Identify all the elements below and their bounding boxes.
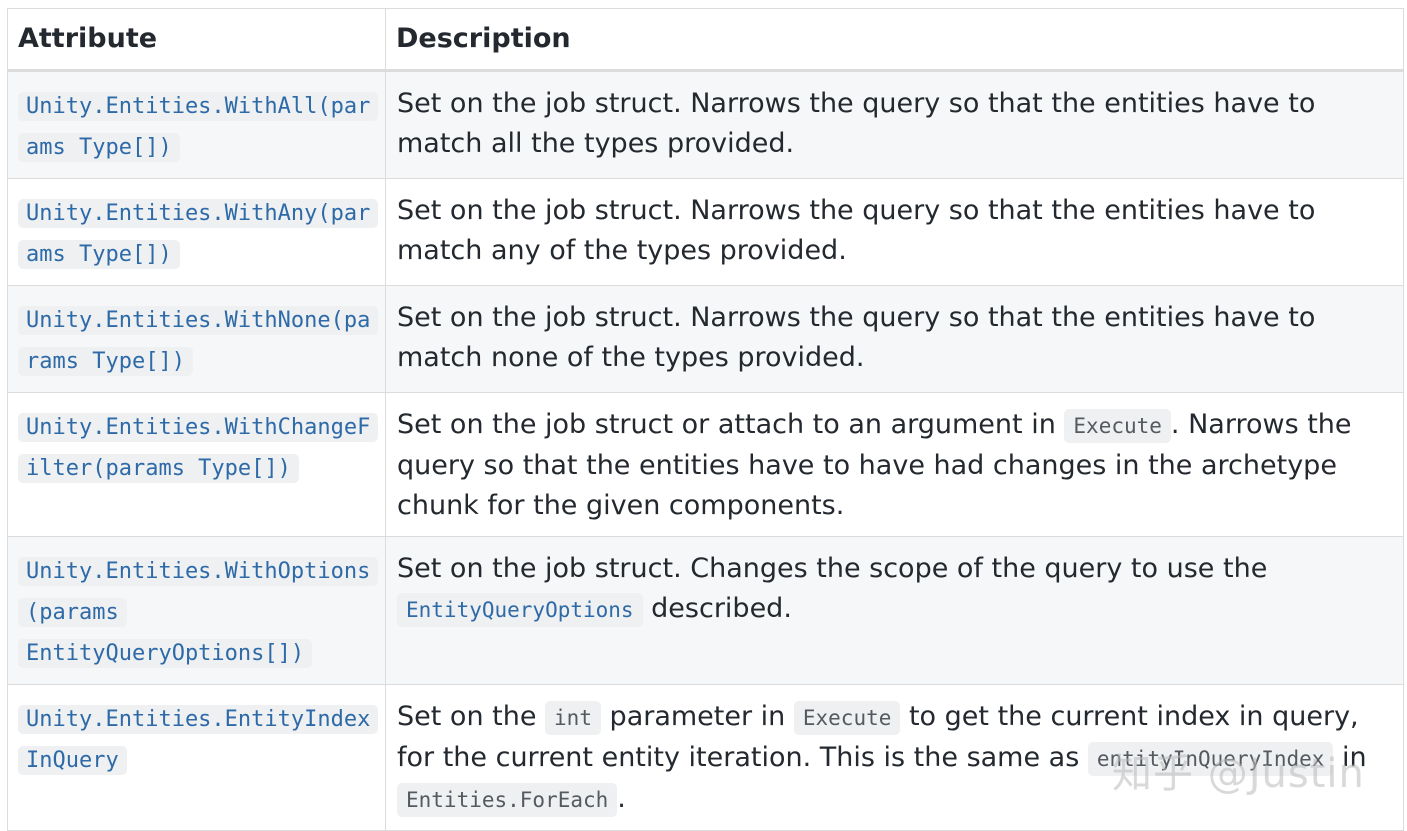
attribute-cell: Unity.Entities.WithAny(params Type[]): [7, 178, 386, 286]
description-cell: Set on the int parameter in Execute to g…: [385, 684, 1404, 831]
inline-code: Execute: [793, 701, 901, 735]
inline-code: Entities.ForEach: [397, 783, 618, 817]
attribute-cell: Unity.Entities.WithNone(params Type[]): [7, 285, 386, 393]
attribute-code: Unity.Entities.WithNone(params Type[]): [18, 306, 379, 376]
description-text: to get the current index in query, for t…: [397, 701, 1359, 773]
inline-code: int: [545, 701, 601, 735]
description-text: parameter in: [600, 701, 794, 732]
table-row: Unity.Entities.WithOptions(params Entity…: [7, 536, 1404, 685]
attribute-code: Unity.Entities.WithAll(params Type[]): [18, 92, 379, 162]
description-cell: Set on the job struct. Narrows the query…: [385, 285, 1404, 393]
table-row: Unity.Entities.WithAll(params Type[]) Se…: [7, 70, 1404, 179]
attribute-cell: Unity.Entities.WithOptions(params Entity…: [7, 536, 386, 685]
description-text: . Narrows the query so that the entities…: [397, 409, 1352, 521]
description-cell: Set on the job struct. Narrows the query…: [385, 70, 1404, 179]
description-text: Set on the job struct or attach to an ar…: [397, 409, 1065, 440]
description-text: described.: [642, 593, 792, 624]
inline-code: EntityQueryOptions: [397, 593, 643, 627]
description-text: Set on the: [397, 701, 546, 732]
attributes-table: Attribute Description Unity.Entities.Wit…: [7, 8, 1404, 831]
description-cell: Set on the job struct. Narrows the query…: [385, 178, 1404, 286]
table-row: Unity.Entities.WithAny(params Type[]) Se…: [7, 178, 1404, 286]
attribute-code: Unity.Entities.WithAny(params Type[]): [18, 199, 379, 269]
header-description: Description: [385, 8, 1404, 72]
description-text: in: [1333, 742, 1367, 773]
inline-code: Execute: [1064, 409, 1171, 443]
table-row: Unity.Entities.EntityIndexInQuery Set on…: [7, 684, 1404, 831]
attribute-cell: Unity.Entities.WithAll(params Type[]): [7, 70, 386, 179]
table-row: Unity.Entities.WithChangeFilter(params T…: [7, 392, 1404, 537]
watermark: 知乎 @Justin: [1112, 751, 1365, 797]
attribute-code: Unity.Entities.EntityIndexInQuery: [18, 705, 379, 775]
inline-code: entityInQueryIndex: [1087, 742, 1334, 776]
attribute-cell: Unity.Entities.EntityIndexInQuery: [7, 684, 386, 831]
description-cell: Set on the job struct. Changes the scope…: [385, 536, 1404, 685]
description-text: Set on the job struct. Changes the scope…: [397, 553, 1268, 584]
table-header-row: Attribute Description: [7, 8, 1404, 72]
description-cell: Set on the job struct or attach to an ar…: [385, 392, 1404, 537]
attribute-code: Unity.Entities.WithOptions(params Entity…: [18, 557, 379, 668]
description-text: .: [617, 783, 626, 814]
attribute-code: Unity.Entities.WithChangeFilter(params T…: [18, 413, 379, 483]
header-attribute: Attribute: [7, 8, 386, 72]
table-row: Unity.Entities.WithNone(params Type[]) S…: [7, 285, 1404, 393]
attribute-cell: Unity.Entities.WithChangeFilter(params T…: [7, 392, 386, 537]
